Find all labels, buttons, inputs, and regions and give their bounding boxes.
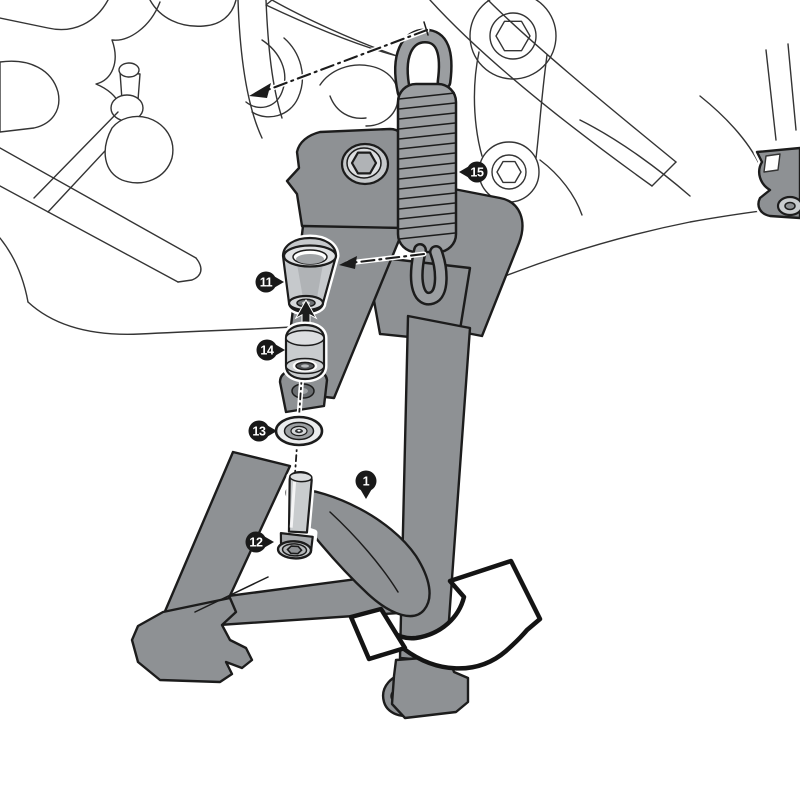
rotate-arrow-icon xyxy=(348,558,543,671)
washer-part xyxy=(271,412,327,450)
callout-13: 13 xyxy=(248,420,277,442)
callouts: 11 14 13 12 15 1 xyxy=(245,161,488,553)
leader-arrowhead-icon xyxy=(249,83,271,98)
frame-bracket xyxy=(753,144,800,222)
spring-coil-body xyxy=(396,82,458,254)
callout-12: 12 xyxy=(245,531,274,553)
callout-11: 11 xyxy=(255,271,284,293)
callout-13-label: 13 xyxy=(252,424,266,438)
callout-11-label: 11 xyxy=(260,275,273,289)
hex-socket-icon xyxy=(286,545,303,555)
callout-15-label: 15 xyxy=(470,165,484,179)
pivot-hex-bolt xyxy=(340,142,390,186)
callout-14: 14 xyxy=(256,339,285,361)
callout-14-label: 14 xyxy=(260,343,274,357)
mount-axis-leader-line xyxy=(260,28,429,94)
spring-leader-arrowhead-icon xyxy=(339,256,357,269)
cone-spacer-part xyxy=(279,234,340,316)
exploded-fasteners xyxy=(271,234,340,561)
motorcycle-underside-lineart xyxy=(0,0,797,335)
bushing-part xyxy=(282,321,328,383)
callout-1: 1 xyxy=(355,470,377,499)
socket-bolt-part xyxy=(274,471,318,561)
callout-12-label: 12 xyxy=(249,535,263,549)
callout-15: 15 xyxy=(459,161,488,183)
callout-1-label: 1 xyxy=(363,475,370,489)
return-spring xyxy=(393,28,458,306)
stand-left-foot xyxy=(130,596,254,684)
spring-leader-line xyxy=(348,252,426,265)
